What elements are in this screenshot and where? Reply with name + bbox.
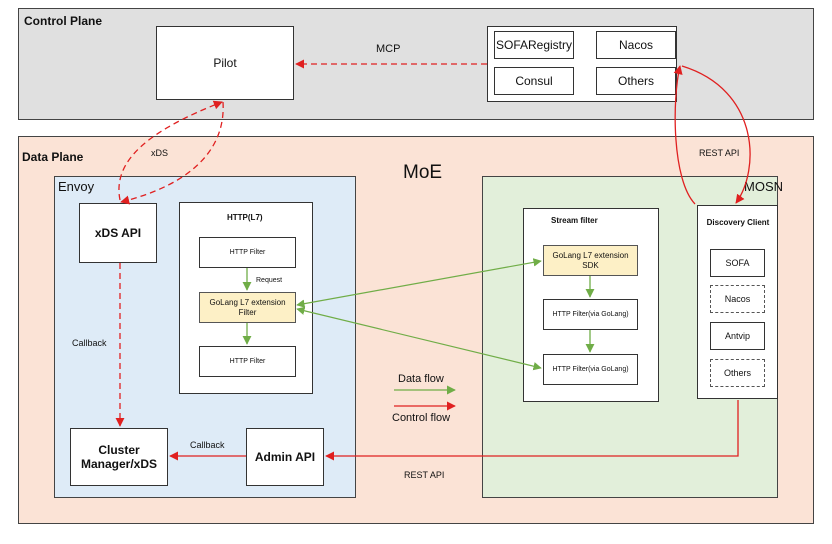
control-plane-title: Control Plane: [24, 14, 103, 28]
registry-consul: Consul: [494, 67, 574, 95]
rest-api-bottom-label: REST API: [404, 470, 445, 480]
rest-api-bottom-arrow: [325, 400, 739, 461]
http-l7-title: HTTP(L7): [227, 213, 263, 222]
http-filter-golang-1-label: HTTP Filter(via GoLang): [552, 311, 629, 318]
http-filter-golang-1: HTTP Filter(via GoLang): [543, 299, 638, 330]
moe-label: MoE: [403, 162, 443, 183]
discovery-others: Others: [710, 359, 765, 387]
rest-api-top-arrow-down: [681, 65, 751, 204]
discovery-sofa-label: SOFA: [725, 258, 750, 268]
callback-vertical-label: Callback: [72, 338, 107, 348]
discovery-nacos-label: Nacos: [724, 294, 751, 304]
request-label: Request: [256, 277, 283, 284]
http-filter-bottom-label: HTTP Filter: [229, 358, 266, 365]
golang-to-sdk-arrow: [296, 258, 542, 308]
golang-extension-filter: GoLang L7 extension Filter: [199, 292, 296, 323]
stream-filter-title: Stream filter: [551, 216, 598, 225]
golang-extension-sdk: GoLang L7 extension SDK: [543, 245, 638, 276]
discovery-sofa: SOFA: [710, 249, 765, 277]
admin-api-label: Admin API: [254, 450, 316, 464]
registry-nacos: Nacos: [596, 31, 676, 59]
xds-arrow-up: [118, 100, 223, 201]
rest-api-top-arrow-up: [673, 65, 696, 205]
admin-api-box: Admin API: [246, 428, 324, 486]
registry-sofaregistry: SOFARegistry: [494, 31, 574, 59]
registry-others-label: Others: [617, 74, 654, 88]
pilot-label: Pilot: [213, 56, 237, 70]
pilot-box: Pilot: [156, 26, 294, 100]
xds-api-box: xDS API: [79, 203, 157, 263]
rest-api-top-label: REST API: [699, 148, 740, 158]
xds-label: xDS: [151, 148, 169, 158]
xds-api-label: xDS API: [94, 226, 142, 240]
legend-control-flow-label: Control flow: [392, 412, 451, 424]
registry-sofaregistry-label: SOFARegistry: [495, 38, 573, 52]
golang-to-filter-arrow: [296, 306, 542, 371]
discovery-antvip: Antvip: [710, 322, 765, 350]
registry-consul-label: Consul: [515, 74, 553, 88]
cluster-manager-label: Cluster Manager/xDS: [80, 443, 158, 471]
envoy-title: Envoy: [58, 179, 95, 194]
registry-others: Others: [596, 67, 676, 95]
http-filter-bottom: HTTP Filter: [199, 346, 296, 377]
mosn-title: MOSN: [744, 179, 783, 194]
http-filter-top: HTTP Filter: [199, 237, 296, 268]
callback-horizontal-label: Callback: [190, 440, 225, 450]
mcp-label: MCP: [376, 43, 401, 55]
discovery-antvip-label: Antvip: [724, 331, 750, 341]
data-plane-title: Data Plane: [22, 150, 84, 164]
golang-extension-filter-label: GoLang L7 extension Filter: [209, 297, 286, 317]
http-filter-top-label: HTTP Filter: [229, 249, 266, 256]
http-filter-golang-2-label: HTTP Filter(via GoLang): [552, 366, 629, 373]
http-filter-golang-2: HTTP Filter(via GoLang): [543, 354, 638, 385]
xds-arrow-down: [120, 101, 224, 205]
discovery-client-title: Discovery Client: [706, 218, 770, 227]
discovery-nacos: Nacos: [710, 285, 765, 313]
legend-data-flow-label: Data flow: [398, 373, 444, 385]
discovery-others-label: Others: [723, 368, 751, 378]
cluster-manager-box: Cluster Manager/xDS: [70, 428, 168, 486]
registry-nacos-label: Nacos: [618, 38, 653, 52]
golang-extension-sdk-label: GoLang L7 extension SDK: [552, 250, 629, 270]
